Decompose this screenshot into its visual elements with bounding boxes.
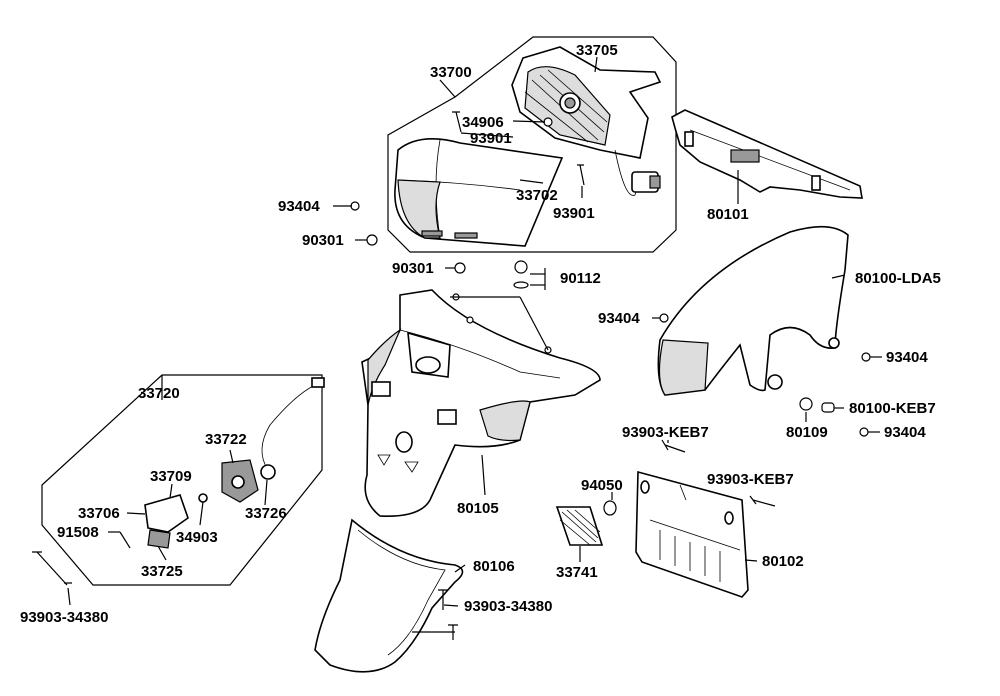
misc-leaders (333, 205, 882, 500)
license-light-parts (119, 377, 325, 549)
label-33722: 33722 (205, 431, 247, 448)
label-34903: 34903 (176, 529, 218, 546)
leader-tiepoint-b (519, 296, 549, 351)
label-93903-34380-a: 93903-34380 (20, 609, 108, 626)
left-long-screw (32, 551, 72, 586)
label-33700: 33700 (430, 64, 472, 81)
label-80101: 80101 (707, 206, 749, 223)
mud-flap-part (314, 518, 466, 673)
label-80105: 80105 (457, 500, 499, 517)
label-93404-d: 93404 (884, 424, 926, 441)
label-33741: 33741 (556, 564, 598, 581)
label-80100-keb7: 80100-KEB7 (849, 400, 936, 417)
taillight-housing-part (511, 46, 662, 196)
leader-left-screw (67, 587, 71, 606)
label-33709: 33709 (150, 468, 192, 485)
label-33706: 33706 (78, 505, 120, 522)
lamp-leaders (439, 56, 598, 198)
leader-80105 (481, 454, 486, 496)
label-90112: 90112 (560, 270, 601, 287)
label-80100-lda5: 80100-LDA5 (855, 270, 941, 287)
rear-fender-part (657, 225, 849, 396)
label-93903-34380-b: 93903-34380 (464, 598, 552, 615)
license-light-leaders (108, 375, 268, 561)
reflector-part (555, 506, 604, 546)
label-93901-a: 93901 (470, 130, 512, 147)
label-33725: 33725 (141, 563, 183, 580)
label-93903-keb7-b: 93903-KEB7 (707, 471, 794, 488)
label-93404-b: 93404 (598, 310, 640, 327)
license-plate-holder-part (635, 470, 749, 598)
label-80106: 80106 (473, 558, 515, 575)
label-93903-keb7-a: 93903-KEB7 (622, 424, 709, 441)
label-93901-b: 93901 (553, 205, 595, 222)
label-93404-c: 93404 (886, 349, 928, 366)
label-33702: 33702 (516, 187, 558, 204)
label-91508: 91508 (57, 524, 99, 541)
leader-80102 (744, 559, 758, 562)
rear-cover-part (361, 289, 601, 517)
right-fasteners (350, 201, 871, 516)
taillight-group-outline (387, 36, 677, 253)
label-80102: 80102 (762, 553, 804, 570)
tail-lens-part (394, 138, 564, 247)
mudflap-screws (412, 589, 459, 640)
rear-bracket-part (671, 109, 863, 204)
label-33720: 33720 (138, 385, 180, 402)
label-90301-a: 90301 (302, 232, 344, 249)
part-labels: 33700 33705 34906 93901 33702 93901 8010… (20, 42, 941, 626)
label-93404-a: 93404 (278, 198, 320, 215)
label-90301-b: 90301 (392, 260, 434, 277)
label-33705: 33705 (576, 42, 618, 59)
label-33726: 33726 (245, 505, 287, 522)
license-light-group-outline (41, 374, 323, 586)
label-80109: 80109 (786, 424, 828, 441)
label-94050: 94050 (581, 477, 623, 494)
label-34906: 34906 (462, 114, 504, 131)
